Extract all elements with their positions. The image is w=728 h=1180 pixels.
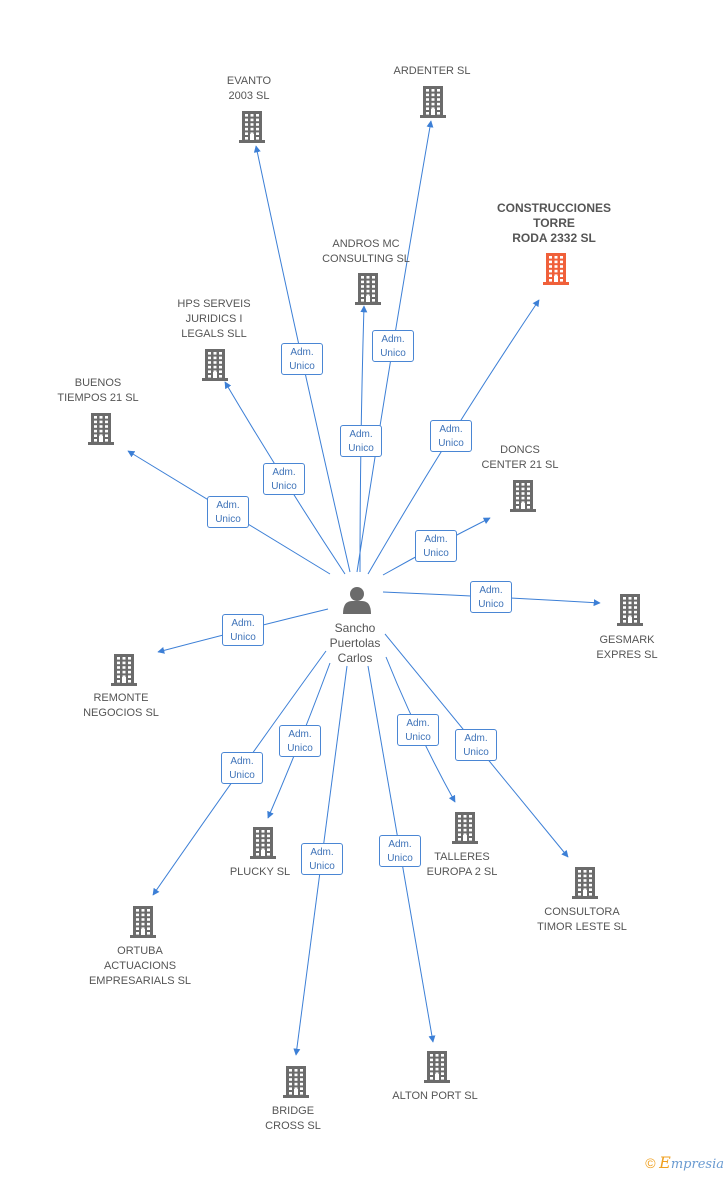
company-label-buenos[interactable]: BUENOS TIEMPOS 21 SL	[57, 377, 139, 404]
person-label[interactable]: Sancho Puertolas Carlos	[329, 621, 381, 665]
company-label-ortuba[interactable]: ORTUBA ACTUACIONS EMPRESARIALS SL	[88, 945, 192, 987]
relation-badge: Adm. Unico	[301, 843, 343, 875]
relation-badge: Adm. Unico	[207, 496, 249, 528]
building-icon[interactable]	[617, 594, 643, 626]
relation-badge: Adm. Unico	[340, 425, 382, 457]
copyright-symbol: ©	[645, 1155, 656, 1171]
relation-badge: Adm. Unico	[372, 330, 414, 362]
building-icon[interactable]	[452, 812, 478, 844]
relation-badge: Adm. Unico	[470, 581, 512, 613]
brand-logo[interactable]: Empresia	[659, 1153, 724, 1172]
building-icon[interactable]	[130, 906, 156, 938]
building-icon[interactable]	[572, 867, 598, 899]
company-label-doncs[interactable]: DONCS CENTER 21 SL	[481, 444, 559, 471]
company-label-ardenter[interactable]: ARDENTER SL	[393, 65, 471, 77]
footer-brand: © Empresia	[645, 1153, 724, 1172]
company-label-hps[interactable]: HPS SERVEIS JURIDICS I LEGALS SLL	[177, 298, 251, 340]
relation-badge: Adm. Unico	[263, 463, 305, 495]
building-icon[interactable]	[420, 86, 446, 118]
company-label-andros[interactable]: ANDROS MC CONSULTING SL	[322, 238, 410, 265]
relation-badge: Adm. Unico	[415, 530, 457, 562]
company-label-talleres[interactable]: TALLERES EUROPA 2 SL	[426, 851, 498, 878]
building-icon[interactable]	[88, 413, 114, 445]
relation-badge: Adm. Unico	[455, 729, 497, 761]
relation-badge: Adm. Unico	[397, 714, 439, 746]
building-icon[interactable]	[239, 111, 265, 143]
relation-badge: Adm. Unico	[222, 614, 264, 646]
building-icon[interactable]	[111, 654, 137, 686]
building-icon[interactable]	[250, 827, 276, 859]
building-icon[interactable]	[543, 253, 569, 285]
building-icon[interactable]	[283, 1066, 309, 1098]
relation-badge: Adm. Unico	[279, 725, 321, 757]
company-label-alton[interactable]: ALTON PORT SL	[392, 1090, 478, 1102]
company-label-evanto[interactable]: EVANTO 2003 SL	[226, 75, 272, 102]
building-icon[interactable]	[424, 1051, 450, 1083]
building-icon[interactable]	[202, 349, 228, 381]
company-label-construcciones[interactable]: CONSTRUCCIONES TORRE RODA 2332 SL	[496, 201, 612, 245]
company-label-plucky[interactable]: PLUCKY SL	[229, 866, 291, 878]
relation-badge: Adm. Unico	[430, 420, 472, 452]
company-label-consultora[interactable]: CONSULTORA TIMOR LESTE SL	[537, 906, 627, 933]
building-icon[interactable]	[355, 273, 381, 305]
company-label-bridge[interactable]: BRIDGE CROSS SL	[265, 1105, 321, 1132]
company-label-remonte[interactable]: REMONTE NEGOCIOS SL	[83, 692, 159, 719]
relation-badge: Adm. Unico	[379, 835, 421, 867]
person-icon[interactable]	[343, 587, 371, 614]
company-label-gesmark[interactable]: GESMARK EXPRES SL	[596, 634, 658, 661]
relation-badge: Adm. Unico	[281, 343, 323, 375]
relation-badge: Adm. Unico	[221, 752, 263, 784]
building-icon[interactable]	[510, 480, 536, 512]
